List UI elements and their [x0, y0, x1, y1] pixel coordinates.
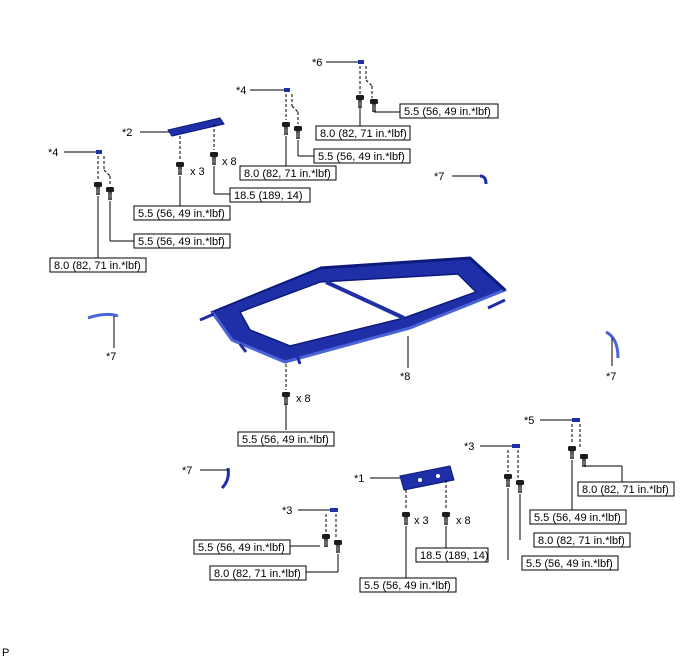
- torque-label: 18.5 (189, 14): [420, 550, 489, 562]
- torque-box: [229, 187, 311, 203]
- bracket-6-group: [326, 60, 400, 126]
- bracket-3-left-group: [290, 508, 343, 573]
- callout-2: *2: [122, 127, 132, 139]
- callout-7-left: *7: [106, 351, 116, 363]
- torque-box: [315, 125, 411, 141]
- torque-label: 8.0 (82, 71 in.*lbf): [320, 128, 407, 140]
- torque-box: [237, 431, 335, 447]
- bracket-1-group: [370, 465, 455, 578]
- torque-label: 8.0 (82, 71 in.*lbf): [244, 168, 331, 180]
- torque-label: 5.5 (56, 49 in.*lbf): [318, 151, 405, 163]
- torque-box: [577, 481, 675, 497]
- callout-1: *1: [354, 473, 364, 485]
- torque-label: 5.5 (56, 49 in.*lbf): [364, 580, 451, 592]
- torque-box: [359, 577, 457, 593]
- frame-bolt-group: [281, 336, 409, 430]
- callout-7-top: *7: [434, 171, 444, 183]
- callout-8: *8: [400, 371, 410, 383]
- quantity-label: x 8: [456, 515, 471, 527]
- bracket-3-right-group: [480, 444, 525, 560]
- torque-label: 8.0 (82, 71 in.*lbf): [54, 260, 141, 272]
- bracket-5-group: [540, 418, 623, 510]
- torque-box: [399, 103, 499, 119]
- callout-5: *5: [524, 415, 534, 427]
- corner-mark: P: [2, 647, 9, 658]
- torque-box: [49, 257, 147, 273]
- callout-3-left: *3: [282, 505, 292, 517]
- torque-box: [239, 165, 337, 181]
- torque-box: [133, 233, 231, 249]
- sunroof-housing-frame: [199, 256, 507, 365]
- callout-7-right: *7: [606, 371, 616, 383]
- torque-label: 5.5 (56, 49 in.*lbf): [526, 558, 613, 570]
- torque-label: 5.5 (56, 49 in.*lbf): [198, 542, 285, 554]
- callout-3-right: *3: [464, 441, 474, 453]
- torque-label: 8.0 (82, 71 in.*lbf): [214, 568, 301, 580]
- drain-hose-group: [87, 174, 620, 490]
- quantity-label: x 3: [190, 166, 205, 178]
- callouts: *6 *4 *2 *4 *7 *7 *7 *8 *5 *3 *7 *1 *3: [48, 57, 616, 517]
- torque-label: 5.5 (56, 49 in.*lbf): [534, 512, 621, 524]
- callout-4-upper: *4: [236, 85, 246, 97]
- torque-label: 8.0 (82, 71 in.*lbf): [582, 484, 669, 496]
- bracket-2-group: [140, 117, 230, 206]
- torque-box: [529, 509, 627, 525]
- quantity-label: x 3: [414, 515, 429, 527]
- torque-label: 8.0 (82, 71 in.*lbf): [538, 535, 625, 547]
- callout-6: *6: [312, 57, 322, 69]
- torque-label: 5.5 (56, 49 in.*lbf): [138, 208, 225, 220]
- torque-label: 5.5 (56, 49 in.*lbf): [138, 236, 225, 248]
- callout-4-left: *4: [48, 147, 58, 159]
- bracket-4-upper-group: [250, 88, 314, 166]
- torque-box: [133, 205, 231, 221]
- torque-label: 5.5 (56, 49 in.*lbf): [404, 106, 491, 118]
- quantity-label: x 8: [296, 393, 311, 405]
- quantity-label: x 8: [222, 156, 237, 168]
- quantities: x 3 x 8 x 8 x 3 x 8: [190, 156, 471, 527]
- torque-labels: 5.5 (56, 49 in.*lbf) 8.0 (82, 71 in.*lbf…: [49, 103, 675, 593]
- torque-label: 5.5 (56, 49 in.*lbf): [242, 434, 329, 446]
- torque-box: [521, 555, 619, 571]
- torque-box: [193, 539, 291, 555]
- callout-7-bottom: *7: [182, 465, 192, 477]
- torque-box: [209, 565, 307, 581]
- bracket-4-left-group: [64, 150, 134, 258]
- torque-label: 18.5 (189, 14): [234, 190, 303, 202]
- torque-box: [533, 532, 631, 548]
- torque-box: [313, 148, 411, 164]
- torque-box: [415, 547, 489, 563]
